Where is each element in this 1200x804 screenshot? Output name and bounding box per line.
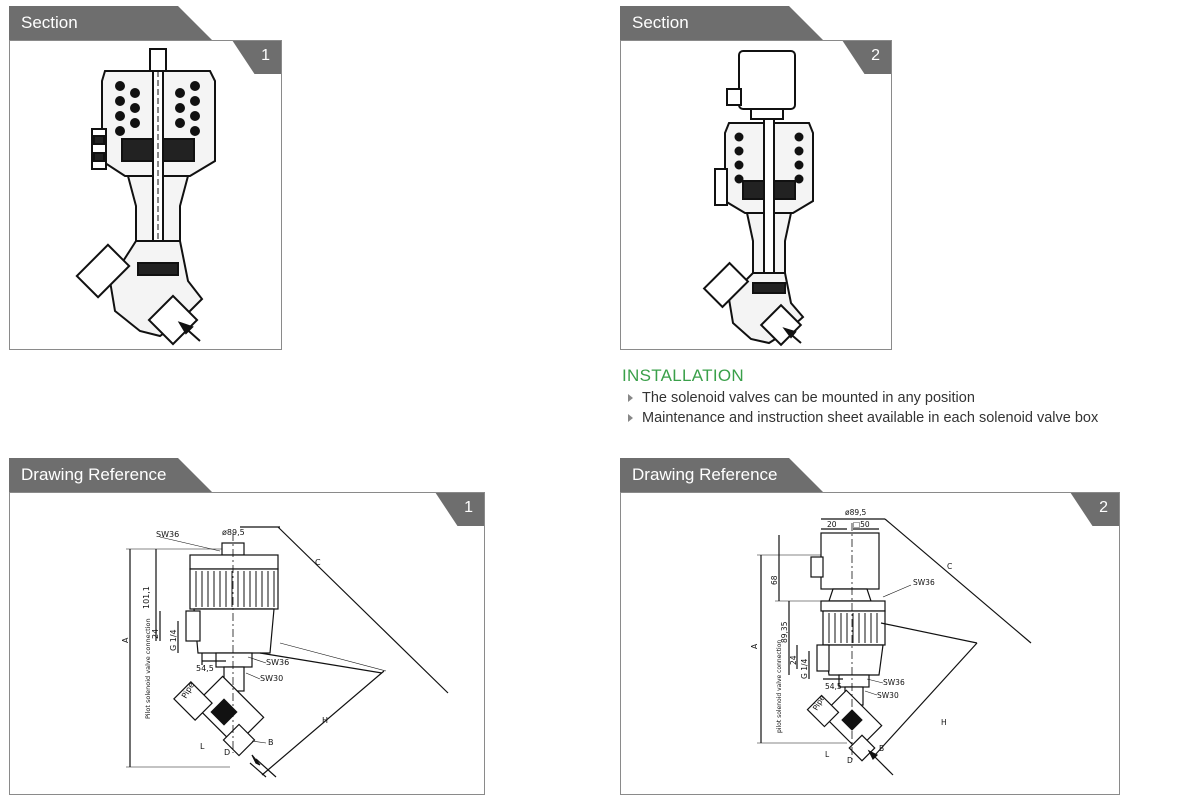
installation-item: Maintenance and instruction sheet availa… [628, 408, 1098, 428]
label-c: C [315, 558, 321, 567]
drawing-2-panel: 2 [620, 492, 1120, 795]
section-1-tab: Section [9, 6, 212, 40]
drawing-2-dimension-drawing: ø89,5 20 □50 C 68 SW36 A 89,35 24 G 1/4 … [750, 508, 1032, 776]
label-d: D [224, 748, 230, 757]
label-l: L [200, 742, 205, 751]
section-2-number: 2 [871, 47, 880, 64]
drawing-1-tab-label: Drawing Reference [21, 465, 167, 484]
label-d: D [847, 756, 853, 765]
label-h: H [941, 718, 947, 727]
label-20: 20 [827, 520, 837, 529]
section-1-number: 1 [261, 47, 270, 64]
section-1-panel: 1 [9, 40, 282, 350]
label-sw30: SW30 [260, 674, 283, 683]
drawing-2-tab: Drawing Reference [620, 458, 823, 492]
label-8935: 89,35 [780, 621, 789, 643]
installation-item: The solenoid valves can be mounted in an… [628, 388, 1098, 408]
label-b: B [879, 744, 884, 753]
label-sw36-bottom: SW36 [266, 658, 289, 667]
label-50: □50 [853, 520, 870, 529]
label-24: 24 [151, 629, 160, 639]
label-diameter: ø89,5 [845, 508, 867, 517]
drawing-2-number: 2 [1099, 499, 1108, 516]
drawing-1-tab: Drawing Reference [9, 458, 212, 492]
label-pilot: pilot solenoid valve connection [776, 640, 783, 733]
label-pilot: Pilot solenoid valve connection [144, 618, 152, 719]
label-a: A [750, 643, 759, 649]
drawing-1-panel: 1 [9, 492, 485, 795]
label-sw36-top: SW36 [913, 578, 935, 587]
section-1-tab-label: Section [21, 13, 78, 32]
drawing-2-tab-label: Drawing Reference [632, 465, 778, 484]
label-24: 24 [789, 655, 798, 665]
label-l: L [825, 750, 830, 759]
installation-list: The solenoid valves can be mounted in an… [628, 388, 1098, 428]
label-sw36-bottom: SW36 [883, 678, 905, 687]
label-545: 54,5 [825, 682, 842, 691]
section-2-cutaway-drawing [702, 50, 814, 347]
label-g14: G 1/4 [800, 659, 809, 679]
drawing-1-dimension-drawing: SW36 ø89,5 C A 101,1 24 G 1/4 54,5 SW36 … [121, 526, 449, 778]
installation-title: INSTALLATION [622, 366, 744, 385]
section-2-panel: 2 [620, 40, 892, 350]
label-sw30: SW30 [877, 691, 899, 700]
label-c: C [947, 562, 952, 571]
section-1-cutaway-drawing [75, 48, 216, 346]
label-g14: G 1/4 [169, 629, 178, 651]
label-h: H [322, 716, 328, 725]
drawing-1-number: 1 [464, 499, 473, 516]
label-b: B [268, 738, 274, 747]
label-diameter: ø89,5 [222, 528, 245, 537]
label-a: A [121, 637, 130, 643]
label-545: 54,5 [196, 664, 214, 673]
section-2-tab-label: Section [632, 13, 689, 32]
label-101: 101,1 [142, 586, 151, 609]
label-68: 68 [770, 575, 779, 585]
section-2-tab: Section [620, 6, 823, 40]
label-sw36-top: SW36 [156, 530, 179, 539]
